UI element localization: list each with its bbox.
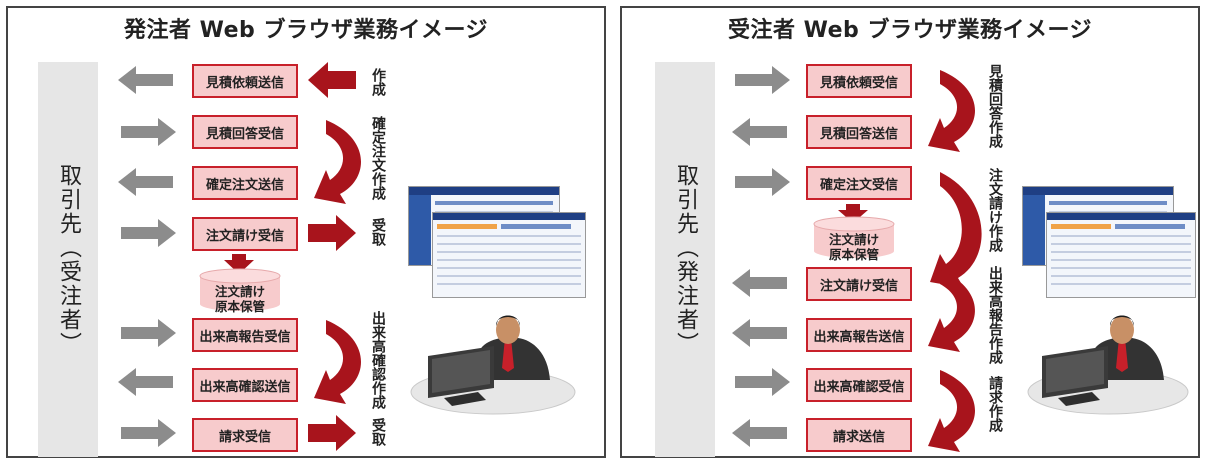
step-quote-answer-receive: 見積回答受信 — [192, 115, 298, 149]
step-progress-report-receive: 出来高報告受信 — [192, 318, 298, 352]
browser-screenshot-icon — [1046, 212, 1196, 298]
step-progress-report-send: 出来高報告送信 — [806, 318, 912, 352]
gray-arrow-icon — [732, 118, 787, 146]
gray-arrow-icon — [118, 66, 173, 94]
storage-label: 注文請け 原本保管 — [214, 284, 265, 314]
gray-arrow-icon — [121, 419, 176, 447]
flow-arrows — [732, 66, 1189, 452]
step-invoice-receive: 請求受信 — [192, 418, 298, 452]
step-confirmed-order-send: 確定注文送信 — [192, 166, 298, 200]
browser-screenshot-icon — [432, 212, 586, 298]
partner-label: 取引先（受注者） — [56, 163, 81, 356]
side-label: 出来高確認作成 — [370, 311, 386, 409]
gray-arrow-icon — [735, 168, 790, 196]
supplier-panel: 受注者 Web ブラウザ業務イメージ 取引先（発注者） — [620, 6, 1200, 458]
step-order-accept-receive: 注文請け受信 — [192, 217, 298, 251]
partner-column: 取引先（発注者） — [655, 62, 715, 457]
side-label: 出来高報告作成 — [987, 266, 1003, 364]
partner-label: 取引先（発注者） — [673, 163, 698, 356]
office-worker-icon — [410, 315, 576, 415]
step-quote-request-receive: 見積依頼受信 — [806, 64, 912, 98]
database-icon — [813, 216, 895, 258]
step-confirmed-order-receive: 確定注文受信 — [806, 166, 912, 200]
curved-red-arrow-icon — [928, 270, 975, 352]
flow-arrows — [118, 62, 576, 451]
step-quote-answer-send: 見積回答送信 — [806, 115, 912, 149]
gray-arrow-icon — [735, 368, 790, 396]
storage-box: 注文請け 原本保管 — [814, 222, 894, 262]
gray-arrow-icon — [121, 319, 176, 347]
buyer-panel: 発注者 Web ブラウザ業務イメージ 取引先（受注者） — [6, 6, 606, 458]
gray-arrow-icon — [121, 118, 176, 146]
step-order-accept-receive: 注文請け受信 — [806, 267, 912, 301]
red-arrow-icon — [838, 204, 868, 223]
curved-red-arrow-icon — [930, 172, 982, 288]
gray-arrow-icon — [732, 319, 787, 347]
curved-red-arrow-icon — [314, 120, 361, 204]
red-arrow-icon — [308, 215, 356, 251]
gray-arrow-icon — [735, 66, 790, 94]
side-label: 請求作成 — [987, 376, 1003, 432]
gray-arrow-icon — [118, 66, 176, 447]
gray-arrow-icon — [118, 168, 173, 196]
red-arrow-icon — [308, 62, 356, 98]
gray-arrow-icon — [732, 269, 787, 297]
side-label: 確定注文作成 — [370, 116, 386, 200]
gray-arrow-icon — [118, 368, 173, 396]
side-label: 作成 — [370, 68, 386, 96]
side-label: 受取 — [370, 218, 386, 246]
red-arrow-icon — [308, 415, 356, 451]
partner-column: 取引先（受注者） — [38, 62, 98, 457]
gray-arrow-icon — [732, 419, 787, 447]
curved-red-arrow-icon — [314, 320, 361, 404]
side-label: 注文請け作成 — [987, 168, 1003, 252]
gray-arrow-icon — [121, 219, 176, 247]
step-quote-request-send: 見積依頼送信 — [192, 64, 298, 98]
step-invoice-send: 請求送信 — [806, 418, 912, 452]
side-label: 見積回答作成 — [987, 64, 1003, 148]
panel-title: 受注者 Web ブラウザ業務イメージ — [727, 18, 1093, 43]
step-progress-confirm-send: 出来高確認送信 — [192, 368, 298, 402]
database-icon — [199, 268, 281, 311]
office-worker-icon — [1027, 315, 1189, 415]
red-arrow-icon — [224, 254, 254, 274]
curved-red-arrow-icon — [928, 70, 975, 152]
storage-label: 注文請け 原本保管 — [828, 232, 879, 262]
curved-red-arrow-icon — [928, 370, 975, 452]
step-progress-confirm-receive: 出来高確認受信 — [806, 368, 912, 402]
panel-title: 発注者 Web ブラウザ業務イメージ — [123, 18, 489, 43]
side-label: 受取 — [370, 418, 386, 446]
storage-box: 注文請け 原本保管 — [200, 274, 280, 314]
